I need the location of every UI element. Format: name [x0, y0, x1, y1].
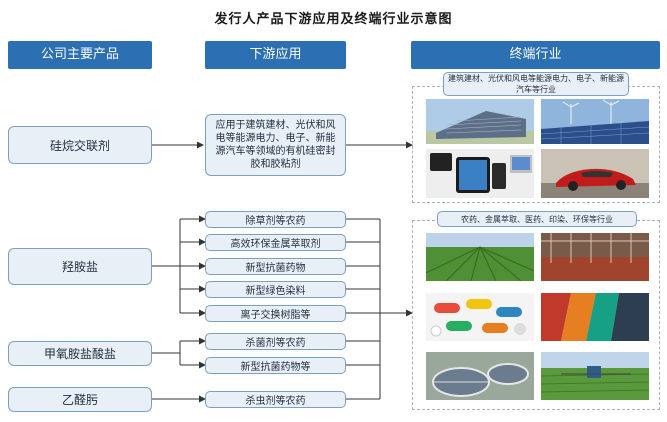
header-terminal: 终端行业 — [411, 41, 660, 69]
app-antibacterial-drug-2: 新型抗菌药物等 — [205, 357, 346, 374]
app-insecticide: 杀虫剂等农药 — [205, 391, 346, 408]
app-silane-sealants: 应用于建筑建材、光伏和风电等能源电力、电子、新能源汽车等领域的有机硅密封胶和胶粘… — [205, 114, 346, 176]
product-hydroxylamine-salt: 羟胺盐 — [8, 248, 152, 285]
product-methoxyamine-hcl: 甲氧胺盐酸盐 — [8, 341, 152, 366]
terminal-group-1-label: 建筑建材、光伏和风电等能源电力、电子、新能源汽车等行业 — [443, 72, 629, 96]
app-herbicide: 除草剂等农药 — [205, 211, 346, 228]
product-silane-crosslinker: 硅烷交联剂 — [8, 126, 152, 164]
app-ion-exchange-resin: 离子交换树脂等 — [205, 305, 346, 322]
photo-extraction-plant — [541, 233, 649, 281]
app-green-dye: 新型绿色染料 — [205, 281, 346, 298]
photo-electronics — [426, 149, 534, 198]
header-company-products: 公司主要产品 — [8, 41, 152, 69]
terminal-group-2-label: 农药、金属萃取、医药、印染、环保等行业 — [437, 211, 637, 227]
app-fungicide: 杀菌剂等农药 — [205, 333, 346, 350]
app-metal-extractant: 高效环保金属萃取剂 — [205, 234, 346, 251]
photo-crop-field — [426, 233, 534, 281]
page-title: 发行人产品下游应用及终端行业示意图 — [214, 12, 453, 27]
product-acetaldoxime: 乙醛肟 — [8, 387, 152, 412]
app-antibacterial-drug: 新型抗菌药物 — [205, 258, 346, 275]
header-downstream: 下游应用 — [205, 41, 346, 69]
photo-farm-spraying — [541, 352, 649, 400]
photo-office-building — [426, 99, 534, 144]
photo-pills — [426, 293, 534, 341]
photo-solar-wind — [541, 99, 649, 144]
photo-water-treatment — [426, 352, 534, 400]
photo-dyed-fabrics — [541, 293, 649, 341]
photo-electric-car — [541, 149, 649, 198]
